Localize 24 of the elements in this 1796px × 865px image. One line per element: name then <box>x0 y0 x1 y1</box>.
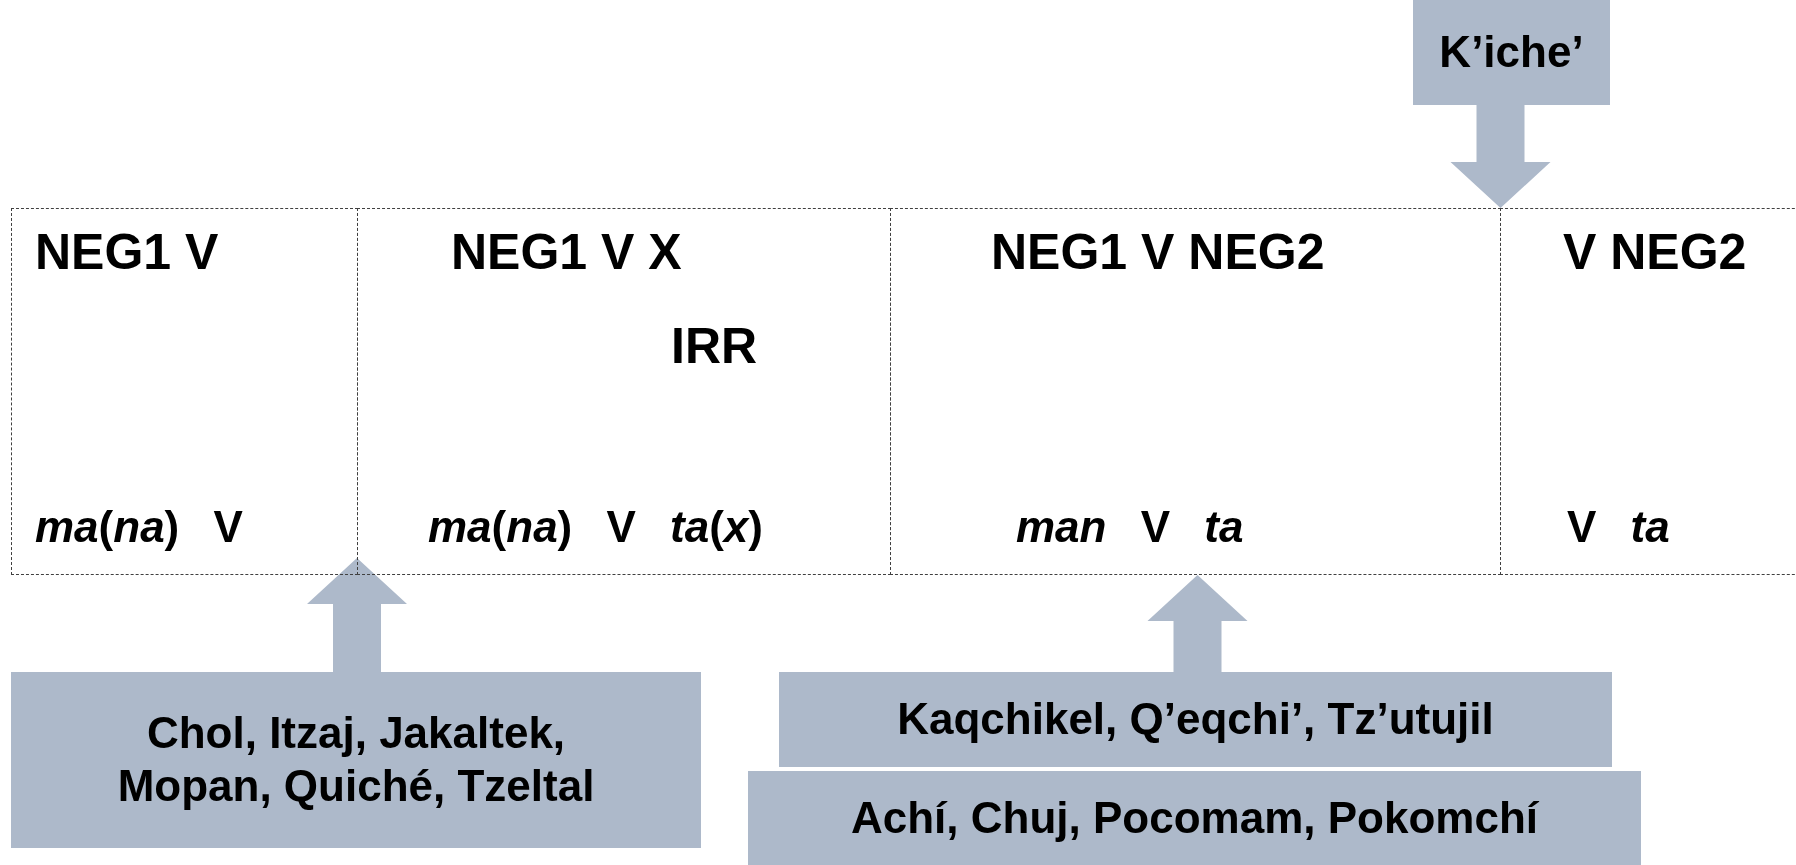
example-text: V ta <box>1567 505 1670 549</box>
table-cell <box>357 208 891 575</box>
table-cell <box>11 208 358 575</box>
block-arrow <box>1450 105 1551 208</box>
table-cell <box>1500 208 1796 575</box>
block-arrow <box>307 558 407 672</box>
example-text: ma(na) V <box>35 505 243 549</box>
language-callout <box>1413 0 1610 105</box>
example-text: man V ta <box>1016 505 1244 549</box>
language-list: K’iche’ <box>1439 26 1584 79</box>
pattern-label: NEG1 V <box>35 227 219 277</box>
language-list: Chol, Itzaj, Jakaltek, Mopan, Quiché, Tzeltal <box>76 707 636 813</box>
pattern-label: NEG1 V NEG2 <box>991 227 1325 277</box>
example-text: ma(na) V ta(x) <box>428 505 763 549</box>
pattern-label: V NEG2 <box>1563 227 1747 277</box>
language-callout <box>11 672 701 848</box>
pattern-label: NEG1 V X <box>451 227 682 277</box>
pattern-label: IRR <box>671 321 758 371</box>
language-list: Achí, Chuj, Pocomam, Pokomchí <box>851 791 1538 845</box>
language-callout <box>748 771 1641 865</box>
table-cell <box>890 208 1501 575</box>
language-callout <box>779 672 1612 767</box>
language-list: Kaqchikel, Q’eqchi’, Tz’utujil <box>897 693 1494 746</box>
block-arrow <box>1147 575 1248 672</box>
